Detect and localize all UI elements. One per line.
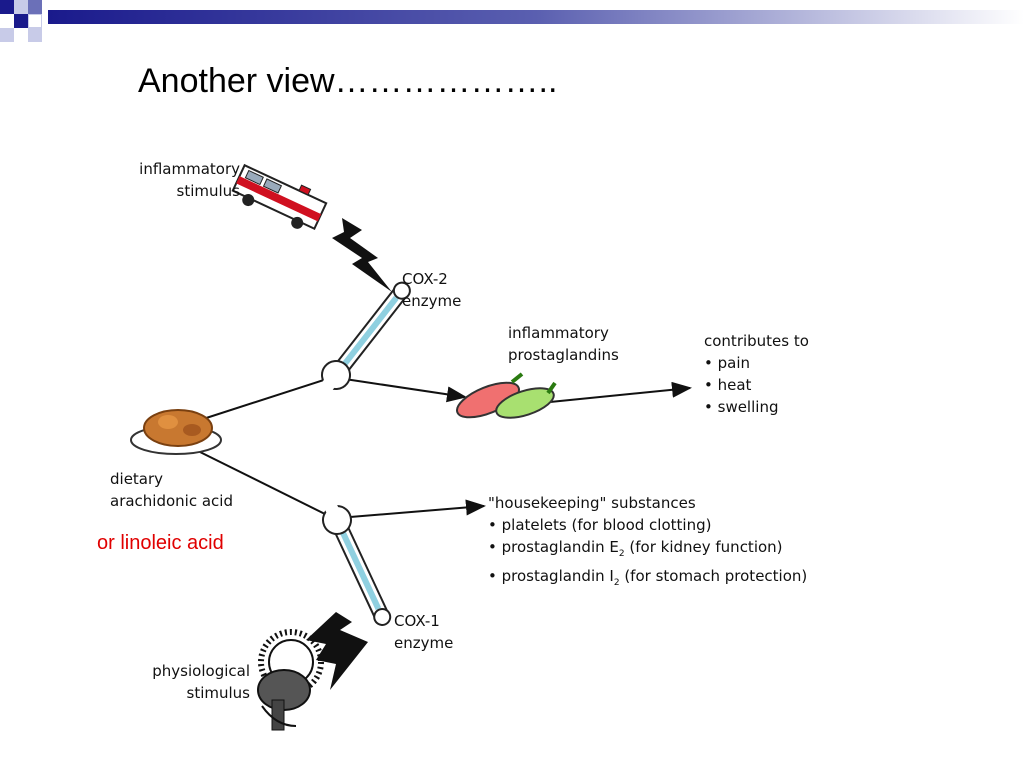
wrench-icon: [322, 500, 392, 626]
effect-item: swelling: [704, 396, 809, 418]
effect-item: heat: [704, 374, 809, 396]
housekeeping-item: prostaglandin I2 (for stomach protection…: [488, 565, 808, 594]
label-contributes-to: contributes to pain heat swelling: [704, 330, 809, 418]
label-linoleic-acid: or linoleic acid: [97, 532, 224, 554]
corner-decoration: [0, 0, 1024, 42]
wrench-icon: [319, 281, 411, 394]
line-food-to-cox1: [199, 451, 334, 519]
physiological-stimulus-icon: [257, 629, 324, 731]
housekeeping-item: prostaglandin E2 (for kidney function): [488, 536, 807, 565]
arrow-to-contributes: [549, 381, 692, 403]
page-title: Another view………………..: [138, 62, 558, 100]
chili-peppers-icon: [456, 372, 557, 419]
food-platter-icon: [130, 409, 222, 455]
effect-item: pain: [704, 352, 809, 374]
arrow-to-prostaglandins: [337, 377, 467, 403]
label-dietary-arachidonic-acid: dietary arachidonic acid: [110, 470, 233, 510]
label-physiological-stimulus: physiological stimulus: [152, 662, 250, 702]
line-food-to-cox2: [199, 377, 331, 421]
lightning-bolt-icon: [332, 218, 392, 292]
housekeeping-item: platelets (for blood clotting): [488, 514, 807, 536]
lightning-bolt-icon: [306, 612, 368, 690]
label-cox1-enzyme: COX-1 enzyme: [394, 612, 454, 652]
arrow-to-housekeeping: [337, 499, 486, 519]
label-housekeeping-substances: "housekeeping" substances platelets (for…: [488, 492, 807, 594]
label-inflammatory-prostaglandins: inflammatory prostaglandins: [508, 324, 619, 364]
label-inflammatory-stimulus: inflammatory stimulus: [139, 160, 240, 200]
label-cox2-enzyme: COX-2 enzyme: [402, 270, 462, 310]
ambulance-icon: [231, 163, 328, 230]
